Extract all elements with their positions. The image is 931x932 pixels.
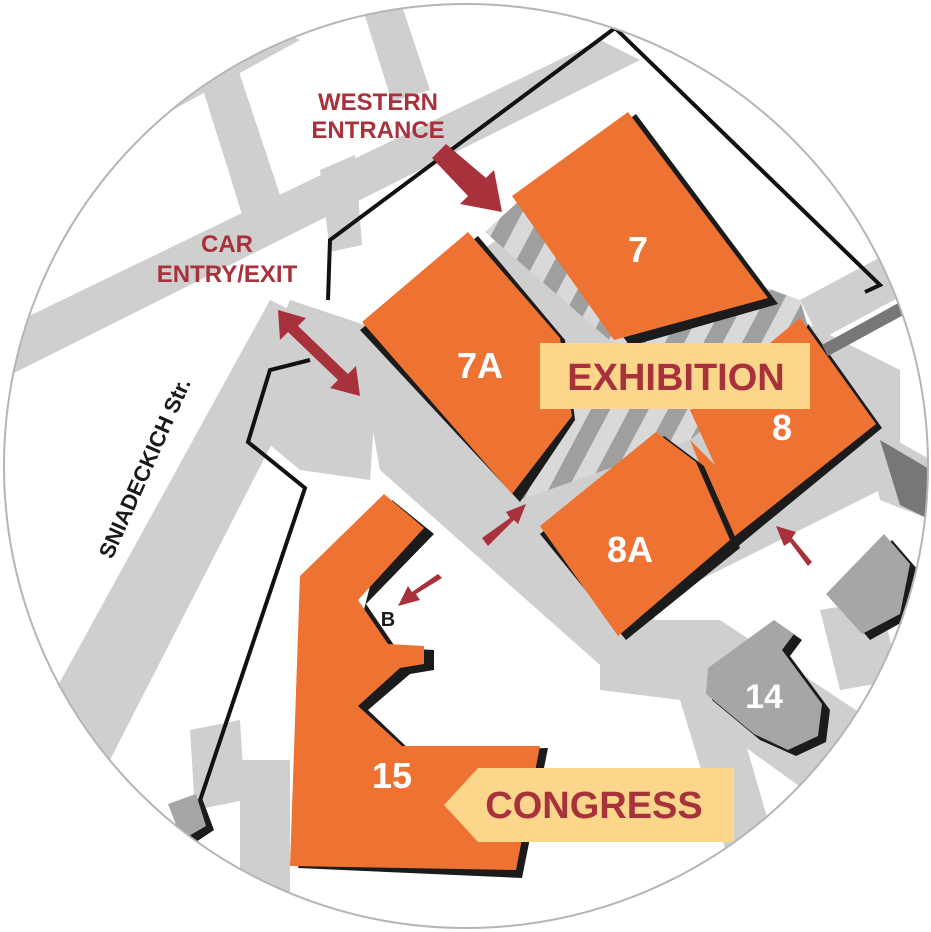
map-frame-circle xyxy=(3,3,929,929)
car-entry-arrow-double xyxy=(278,310,360,396)
exhibition-label: EXHIBITION xyxy=(567,357,784,399)
sniadeckich-road xyxy=(50,300,330,760)
hall-7-label: 7 xyxy=(628,229,648,270)
hall-7[interactable]: 7 xyxy=(512,112,778,346)
entrance-b-label: B xyxy=(381,609,395,631)
hall-8-entrance-arrow xyxy=(776,526,812,566)
road-south-b xyxy=(240,760,290,928)
gray-building-southwest xyxy=(168,794,214,846)
hall-14-label: 14 xyxy=(745,678,783,716)
hall-8a-entrance-arrow xyxy=(482,504,526,546)
arrows xyxy=(278,144,812,606)
hall-8a[interactable]: 8A xyxy=(540,432,740,640)
road-upper-short xyxy=(360,4,430,102)
western-entrance-line2: ENTRANCE xyxy=(311,117,444,144)
hall-15-label: 15 xyxy=(372,755,412,796)
hall-8-label: 8 xyxy=(772,407,792,448)
entrance-b-arrow xyxy=(398,574,442,606)
road-southwest-stub xyxy=(190,720,245,810)
exhibition-tag[interactable]: EXHIBITION xyxy=(540,343,810,409)
car-entry-line1: CAR xyxy=(201,231,253,258)
congress-tag[interactable]: CONGRESS xyxy=(444,768,734,842)
road-nw-2 xyxy=(4,40,640,380)
gray-building-east xyxy=(826,534,918,640)
congress-label: CONGRESS xyxy=(485,785,702,827)
car-entry-line2: ENTRY/EXIT xyxy=(157,261,298,288)
western-entrance-line1: WESTERN xyxy=(318,89,438,116)
hall-7a-label: 7A xyxy=(457,345,503,386)
western-entrance-arrow xyxy=(432,144,502,212)
hall-8a-label: 8A xyxy=(607,529,653,570)
hall-7a[interactable]: 7A xyxy=(360,232,575,502)
hall-14[interactable]: 14 xyxy=(706,620,830,756)
road-vertical-a xyxy=(320,155,362,252)
